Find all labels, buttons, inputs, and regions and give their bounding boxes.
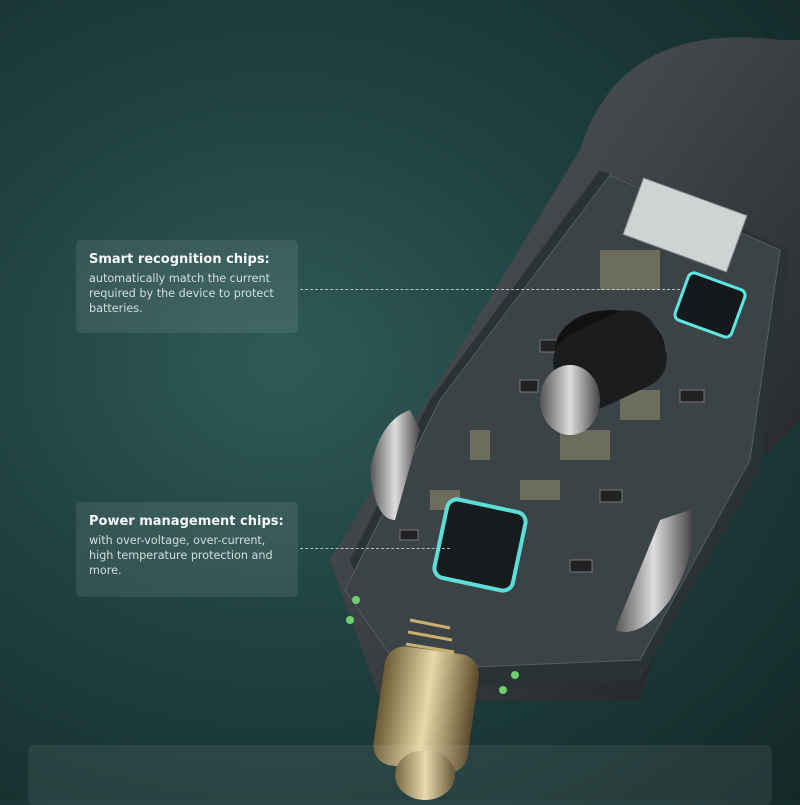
callout-title: Smart recognition chips:: [89, 252, 270, 267]
capacitor: [540, 310, 667, 435]
callout-leader-line: [300, 548, 450, 549]
callout-smart-recognition: Smart recognition chips: automatically m…: [76, 240, 298, 333]
callout-body: with over-voltage, over-current, high te…: [89, 534, 273, 577]
callout-title: Power management chips:: [89, 514, 284, 529]
callout-leader-line: [300, 289, 680, 290]
tip-contact: [373, 618, 479, 800]
green-leds: [346, 596, 519, 694]
power-management-chip: [432, 497, 528, 593]
callout-power-management: Power management chips: with over-voltag…: [76, 502, 298, 597]
recognition-chip: [673, 271, 747, 339]
bottom-panel: [28, 745, 772, 805]
callout-body: automatically match the current required…: [89, 272, 274, 315]
usb-port: [622, 177, 748, 273]
side-contacts: [370, 410, 693, 632]
